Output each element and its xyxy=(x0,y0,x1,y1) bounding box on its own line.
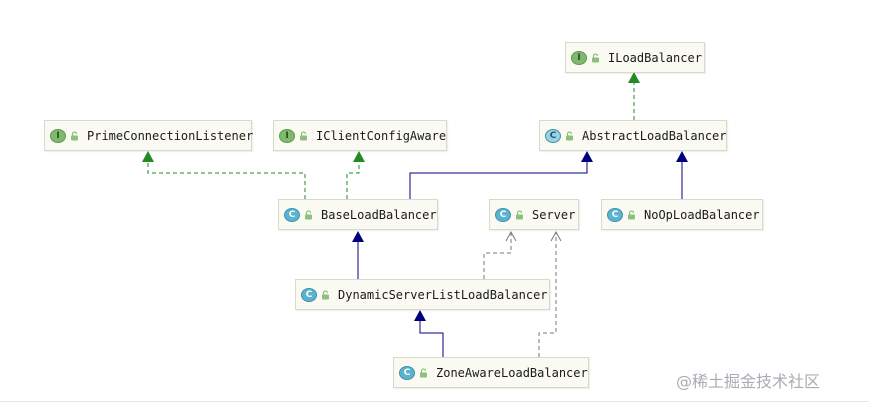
bottom-divider xyxy=(0,401,869,402)
node-label: AbstractLoadBalancer xyxy=(582,128,727,143)
node-label: BaseLoadBalancer xyxy=(321,207,437,222)
edge-baseloadbalancer-extends-abstractloadbalancer xyxy=(409,151,593,199)
edge-zoneawareloadbalancer-extends-dynamicserverlistloadbalancer xyxy=(414,310,444,357)
lock-open-icon xyxy=(300,130,307,140)
watermark-text: @稀土掘金技术社区 xyxy=(676,372,821,391)
interface-icon: I xyxy=(571,50,587,65)
edge-dynamicserverlistloadbalancer-uses-server xyxy=(483,230,517,279)
lock-open-icon xyxy=(592,52,599,62)
node-iclientconfigaware[interactable]: I IClientConfigAware xyxy=(273,120,447,151)
class-icon: C xyxy=(301,287,317,302)
node-label: ILoadBalancer xyxy=(608,50,702,65)
lock-open-icon xyxy=(322,289,329,299)
node-baseloadbalancer[interactable]: C BaseLoadBalancer xyxy=(278,199,438,230)
class-icon: C xyxy=(607,207,623,222)
node-dynamicserverlistloadbalancer[interactable]: C DynamicServerListLoadBalancer xyxy=(295,279,550,310)
edge-zoneawareloadbalancer-uses-server xyxy=(538,230,562,357)
node-primeconnectionlistener[interactable]: I PrimeConnectionListener xyxy=(44,120,254,151)
node-label: ZoneAwareLoadBalancer xyxy=(436,365,588,380)
node-label: PrimeConnectionListener xyxy=(87,128,254,143)
node-nooploadbalancer[interactable]: C NoOpLoadBalancer xyxy=(601,199,763,230)
node-zoneawareloadbalancer[interactable]: C ZoneAwareLoadBalancer xyxy=(393,357,589,388)
node-server[interactable]: C Server xyxy=(489,199,579,230)
lock-open-icon xyxy=(566,130,573,140)
lock-open-icon xyxy=(420,367,427,377)
interface-icon: I xyxy=(50,128,66,143)
class-icon: C xyxy=(399,365,415,380)
node-label: DynamicServerListLoadBalancer xyxy=(338,287,548,302)
interface-icon: I xyxy=(279,128,295,143)
edge-baseloadbalancer-implements-primeconnectionlistener xyxy=(142,151,306,199)
node-label: Server xyxy=(532,207,576,222)
class-icon: C xyxy=(495,207,511,222)
lock-open-icon xyxy=(71,130,78,140)
lock-open-icon xyxy=(305,209,312,219)
abstract-class-icon: C xyxy=(545,128,561,143)
node-iloadbalancer[interactable]: I ILoadBalancer xyxy=(565,42,705,73)
node-label: IClientConfigAware xyxy=(316,128,447,143)
lock-open-icon xyxy=(516,209,523,219)
node-abstractloadbalancer[interactable]: C AbstractLoadBalancer xyxy=(539,120,727,151)
node-label: NoOpLoadBalancer xyxy=(644,207,760,222)
class-icon: C xyxy=(284,207,300,222)
lock-open-icon xyxy=(628,209,635,219)
edge-baseloadbalancer-implements-iclientconfigaware xyxy=(346,151,365,199)
